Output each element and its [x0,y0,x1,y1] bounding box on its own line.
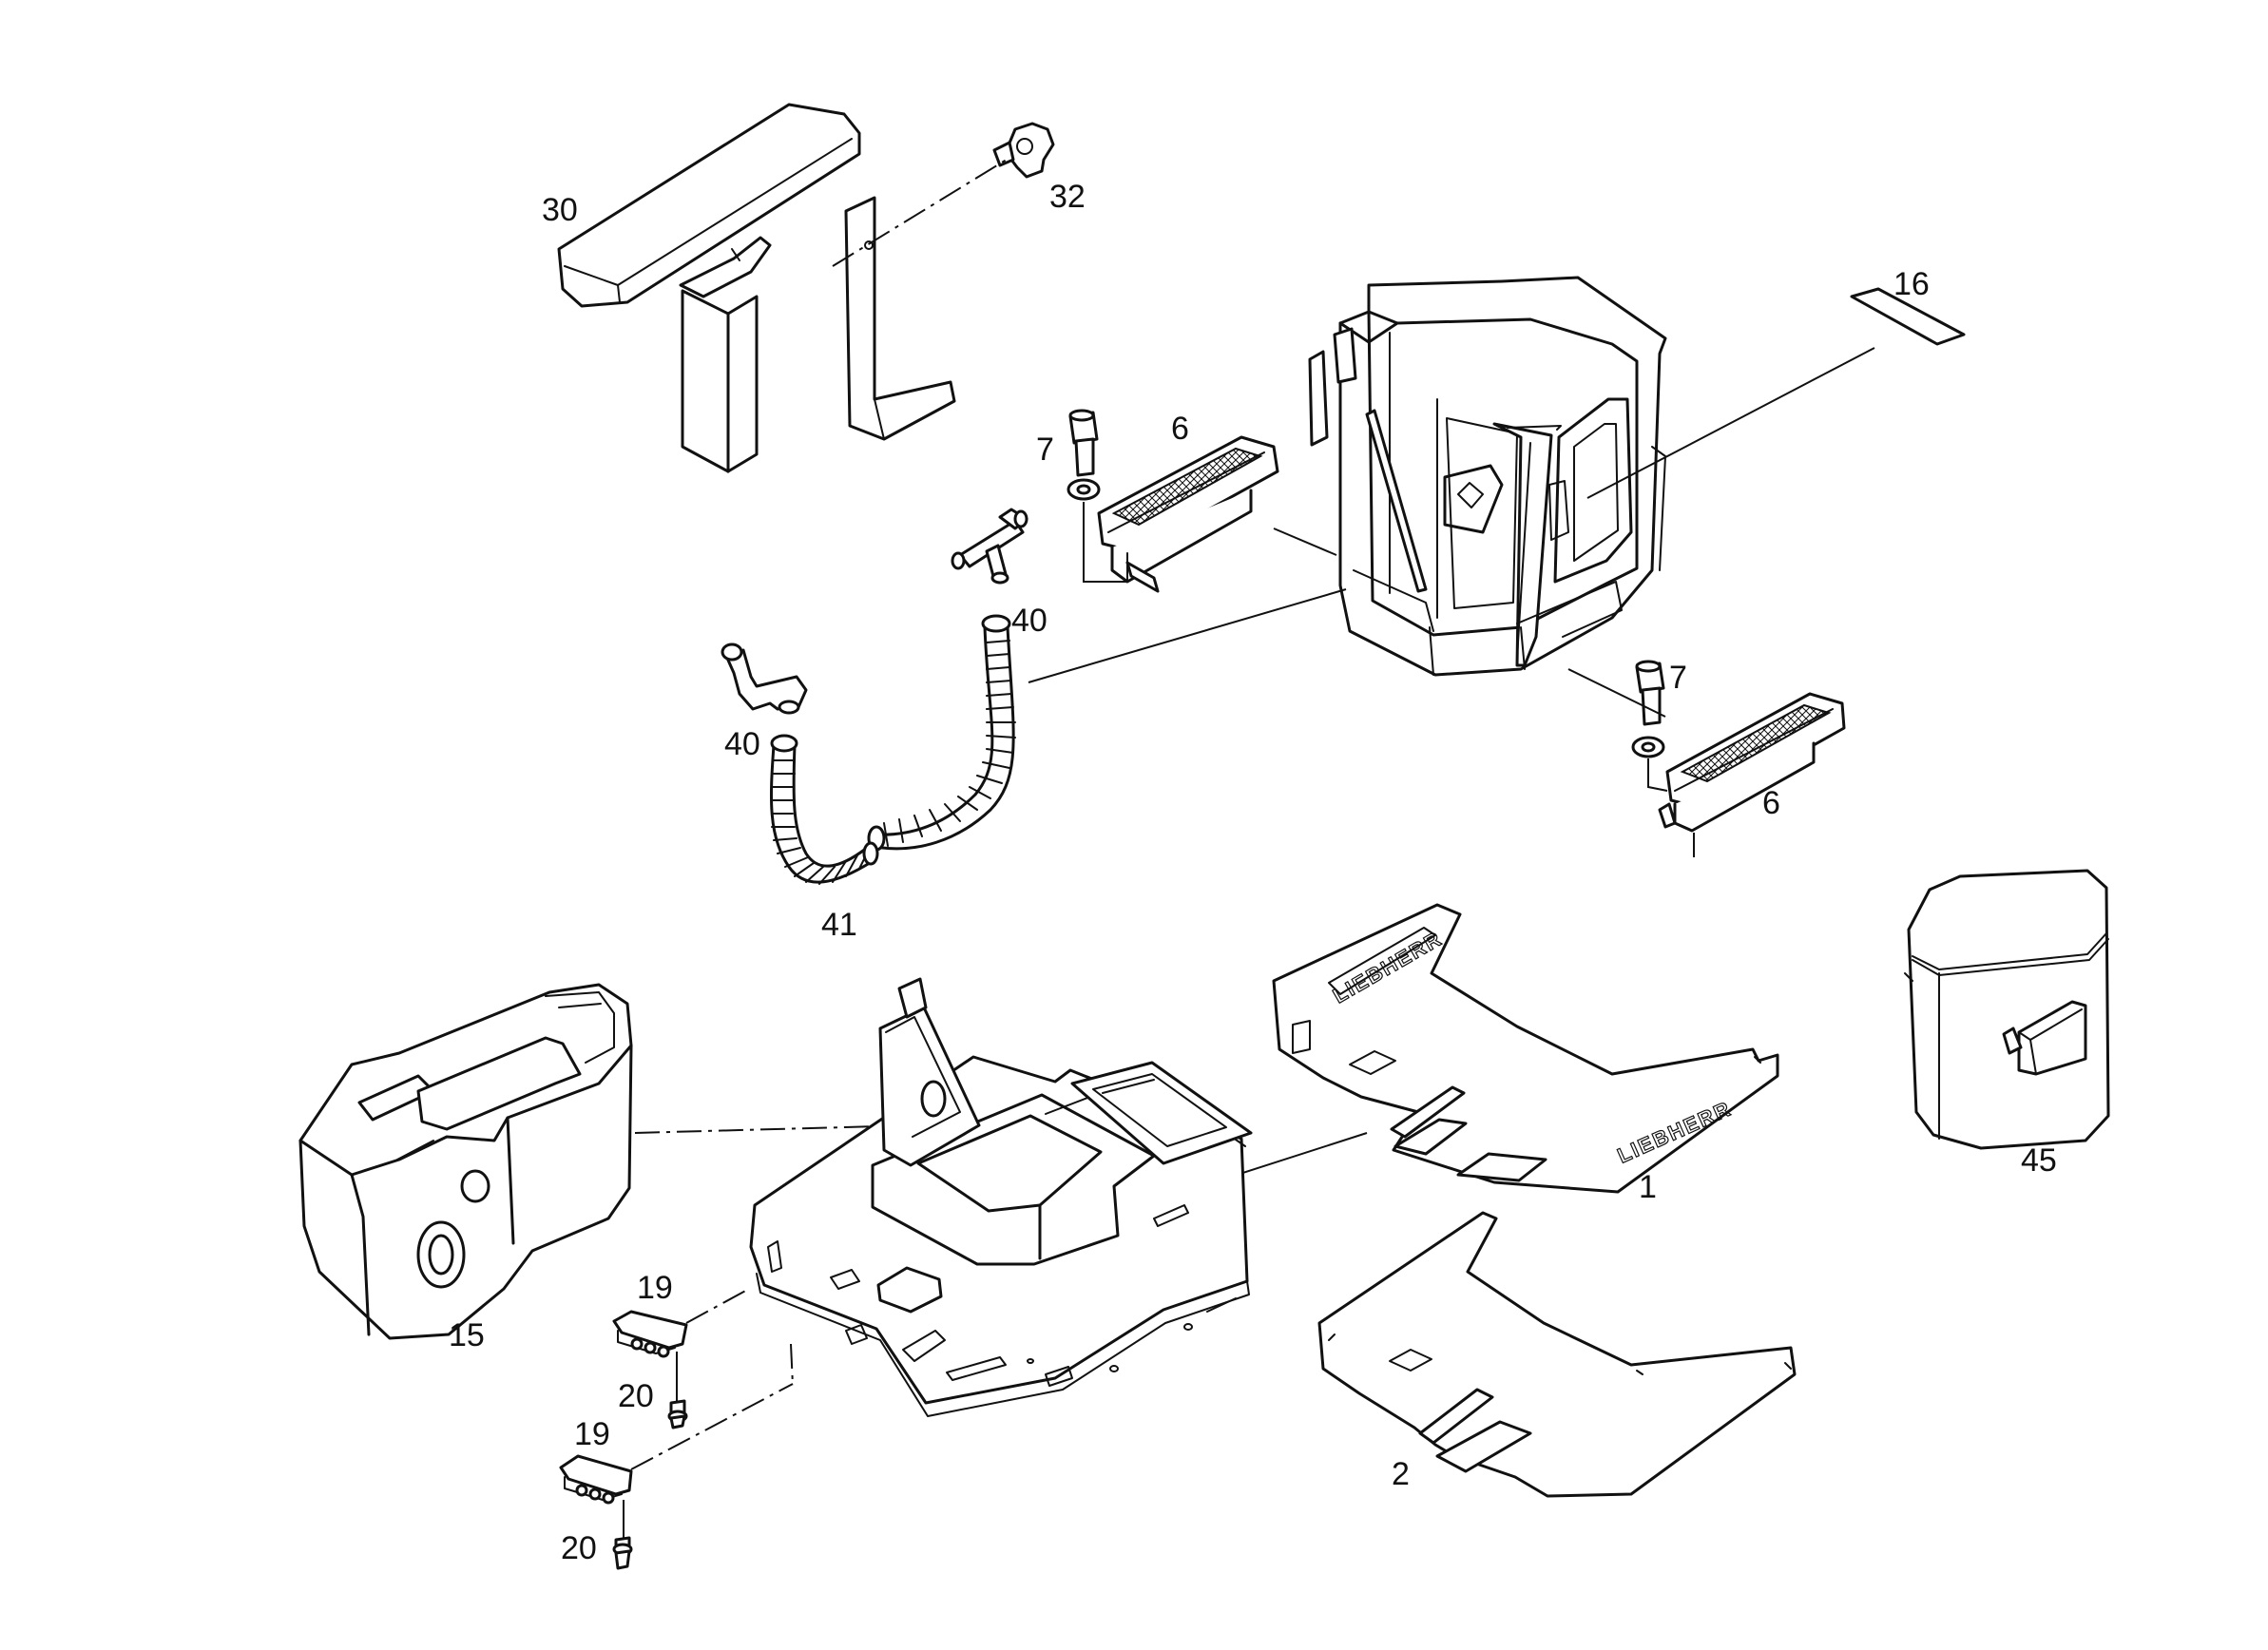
callout-7-top: 7 [1036,432,1054,468]
callout-6-top: 6 [1171,411,1189,447]
callout-40-upper: 40 [1011,603,1048,639]
t-fitting-part [951,508,1028,585]
cab-part [1308,276,1667,677]
callout-6-right: 6 [1762,785,1780,821]
leader-strip [1586,347,1875,499]
step-top-part [1097,435,1279,593]
leader-hose-cab [1028,588,1347,683]
callout-1: 1 [1639,1169,1657,1205]
leader-step-right [1647,758,1668,792]
armrest-part [557,103,861,473]
strip-part [1850,287,1966,346]
callout-16: 16 [1893,266,1930,302]
floor-mat-1-part: LIEBHERR LIEBHERR [1272,903,1779,1194]
callout-20-lower: 20 [561,1530,597,1566]
console-part [298,983,633,1340]
leader-step-cab [1273,528,1337,556]
callout-19-lower: 19 [574,1416,610,1452]
leader-console-base [634,1124,915,1134]
leader-cab-step-right [1567,668,1666,718]
bolt-20-lower-part [612,1536,633,1570]
callout-41: 41 [821,907,857,943]
callout-40-lower: 40 [724,726,760,762]
callout-20-upper: 20 [618,1378,654,1414]
base-frame-part [749,977,1253,1417]
knob-part [992,122,1055,179]
floor-mat-2-part [1317,1211,1797,1498]
leader-bracket-knob [832,157,1010,267]
callout-45: 45 [2021,1142,2057,1179]
leader-step-top [1083,502,1127,583]
callout-19-upper: 19 [637,1270,673,1306]
leader-base-lower [790,1343,794,1387]
hose-lower-part [769,734,879,885]
bolt-top-part [1068,409,1099,477]
callout-7-right: 7 [1669,660,1687,696]
bolt-right-part [1635,660,1665,726]
elbow-part [721,643,808,715]
callout-32: 32 [1049,179,1086,215]
callout-15: 15 [449,1317,485,1353]
toolbox-part [1904,869,2110,1150]
callout-30: 30 [542,192,578,228]
bolt-20-upper-part [667,1399,688,1429]
pedal-lower-part [559,1454,633,1505]
hose-upper-part [867,614,1016,852]
leader-pedal-upper [685,1288,750,1324]
step-right-part [1658,692,1846,833]
washer-right-part [1631,736,1665,758]
bracket-part [844,196,956,441]
leader-pedal-lower [630,1383,794,1470]
pedal-upper-part [612,1310,688,1358]
callout-2: 2 [1392,1456,1410,1492]
washer-top-part [1067,478,1101,501]
